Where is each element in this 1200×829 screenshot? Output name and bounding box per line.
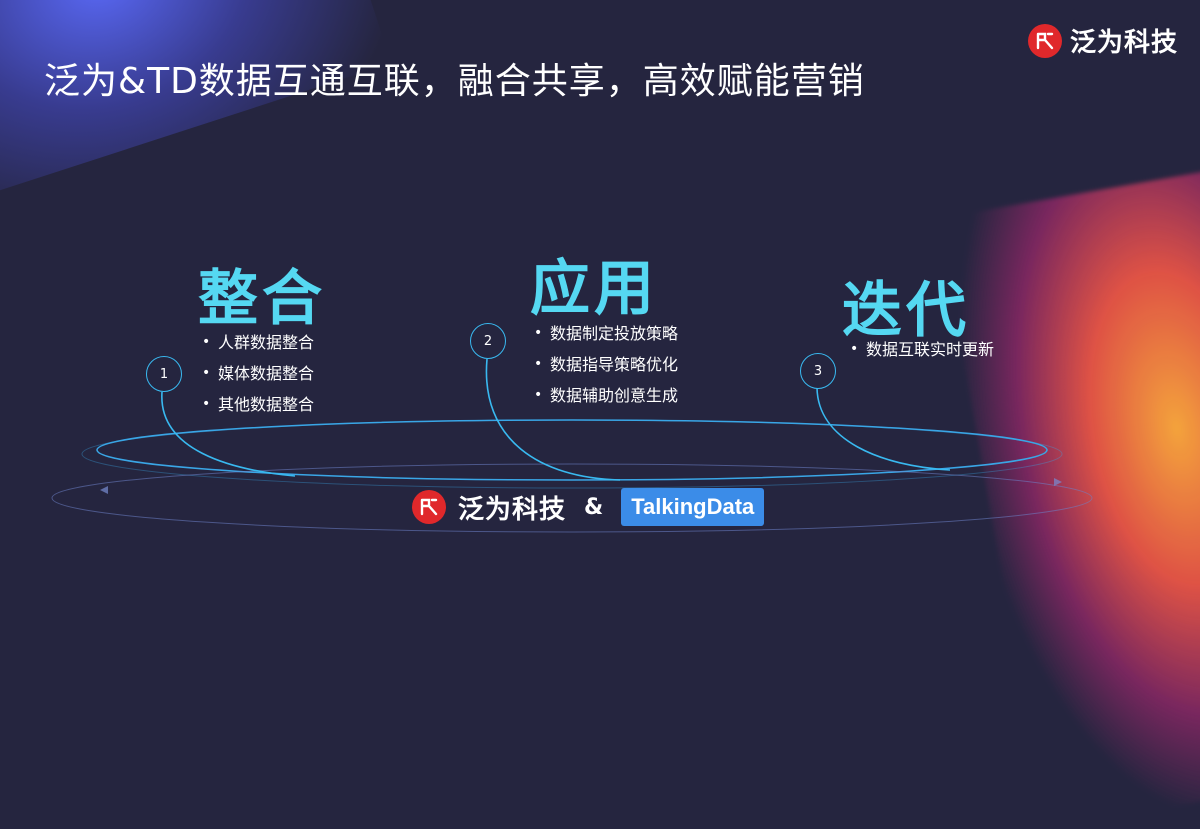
list-item: •数据辅助创意生成 (534, 386, 679, 405)
outer-ring (51, 463, 1093, 533)
partner-logos: 泛为科技 & TalkingData (412, 488, 765, 526)
inner-ring-glow (81, 419, 1063, 489)
brand-mark-icon (412, 490, 446, 524)
list-item: •媒体数据整合 (202, 364, 315, 383)
bullet-list-integrate: •人群数据整合 •媒体数据整合 •其他数据整合 (202, 327, 314, 420)
step-number-3: 3 (800, 353, 836, 389)
connector-1 (161, 391, 296, 477)
connector-3 (816, 387, 951, 471)
brand-mark-icon (1027, 23, 1062, 58)
list-item: •数据制定投放策略 (534, 324, 679, 343)
connector-2 (485, 358, 621, 481)
talkingdata-logo: TalkingData (621, 488, 765, 526)
heading-apply: 应用 (530, 254, 658, 324)
bullet-list-apply: •数据制定投放策略 •数据指导策略优化 •数据辅助创意生成 (534, 318, 678, 411)
heading-integrate: 整合 (198, 264, 326, 334)
bullet-list-iterate: •数据互联实时更新 (850, 334, 994, 365)
right-arrow-icon (1054, 478, 1062, 486)
inner-ring (96, 419, 1048, 481)
brand-name: 泛为科技 (1069, 28, 1178, 58)
left-arrow-icon (100, 486, 108, 494)
step-number-1: 1 (146, 356, 182, 392)
ampersand: & (584, 494, 604, 520)
brand-logo: 泛为科技 (1027, 22, 1178, 59)
step-number-2: 2 (470, 323, 506, 359)
ring-diagram (51, 358, 1093, 533)
list-item: •数据指导策略优化 (534, 355, 679, 374)
page-title: 泛为&TD数据互通互联，融合共享，高效赋能营销 (44, 61, 865, 102)
list-item: •数据互联实时更新 (850, 340, 995, 359)
footer-brand-name: 泛为科技 (458, 494, 567, 525)
heading-iterate: 迭代 (842, 276, 970, 346)
list-item: •其他数据整合 (202, 395, 315, 414)
list-item: •人群数据整合 (202, 333, 315, 352)
